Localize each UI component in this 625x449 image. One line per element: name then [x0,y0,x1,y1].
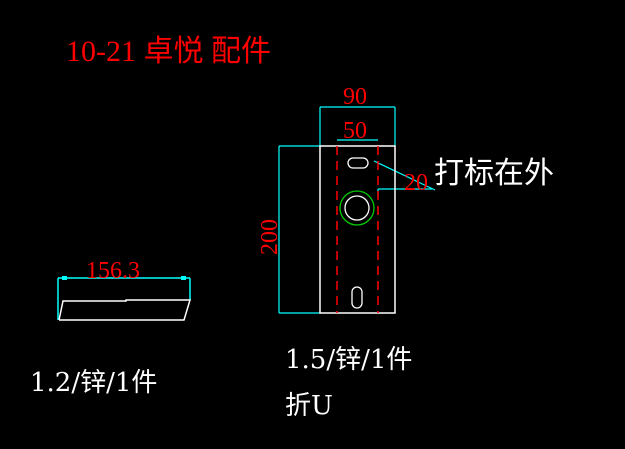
part-b-spec: 1.5/锌/1件 [285,345,412,375]
marking-note: 打标在外 [434,156,554,191]
hole-outer-circle [339,190,375,226]
part-b-height-dimension: 200 [257,219,283,255]
part-a-spec: 1.2/锌/1件 [30,368,157,398]
drawing-title: 10-21 卓悦 配件 [66,35,271,68]
part-a-dimension-lines [57,277,191,320]
part-b-dimension-lines [278,106,436,314]
part-b-outline [319,145,396,314]
part-a-length-dimension: 156.3 [86,258,140,284]
hole-inner-circle [344,195,370,221]
part-a: 156.3 1.2/锌/1件 [30,258,192,398]
top-slot [347,157,369,169]
bottom-slot [351,286,363,309]
part-b-inner-dimension: 50 [343,118,367,144]
arrow-marker [181,276,186,280]
part-b-process: 折U [285,391,333,421]
part-b-offset-dimension: 20 [404,170,428,196]
part-a-outline [58,299,192,321]
arrow-marker [62,276,67,280]
part-b-width-dimension: 90 [343,84,367,110]
part-b: 90 50 200 20 打标在外 1.5/锌/1件 折U [257,84,554,421]
